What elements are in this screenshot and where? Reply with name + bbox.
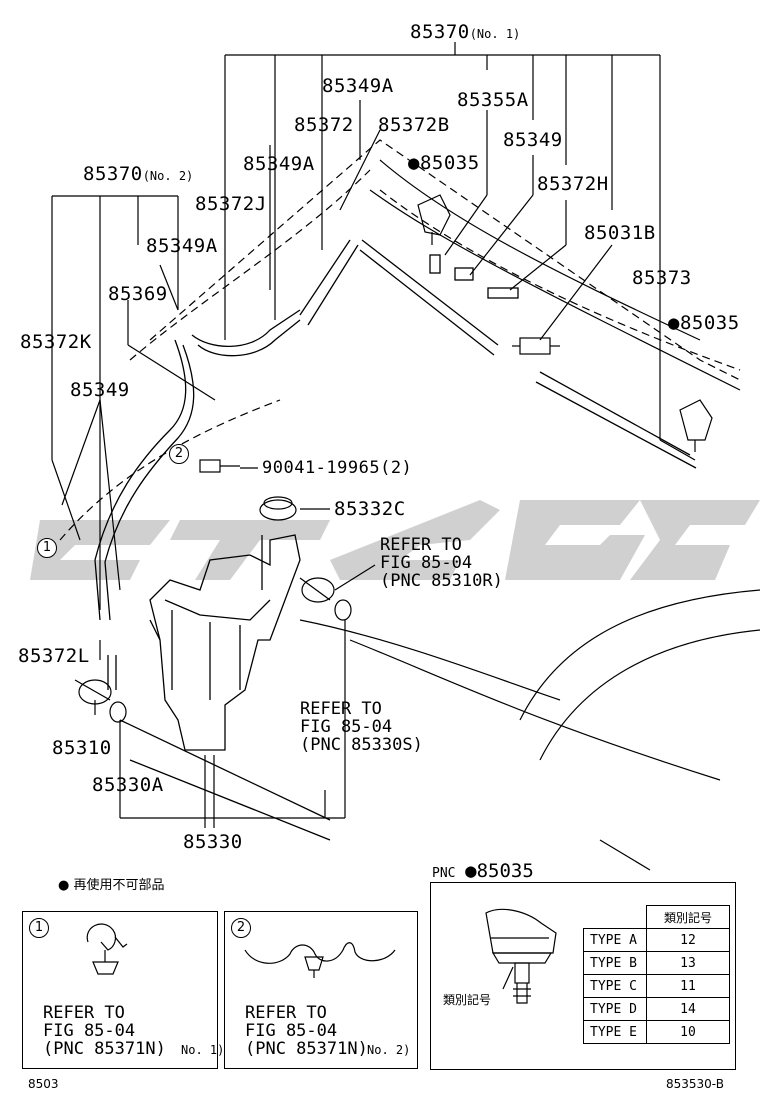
body-outline xyxy=(299,159,760,871)
label-85349A-top: 85349A xyxy=(322,75,394,97)
label-85369: 85369 xyxy=(108,283,168,305)
inset-2-number: 2 xyxy=(231,918,251,938)
watermark xyxy=(30,500,760,580)
label-85035-right: ●85035 xyxy=(668,312,740,334)
refer-note-85310R: REFER TO FIG 85-04 (PNC 85310R) xyxy=(380,535,503,591)
nozzle-illustration xyxy=(485,908,557,1004)
clip-illustration-2 xyxy=(244,942,396,978)
label-85349: 85349 xyxy=(503,129,563,151)
label-85330A: 85330A xyxy=(92,774,164,796)
inset-box-1: 1 REFER TO FIG 85-04 (PNC 85371N) No. 1) xyxy=(22,911,224,1069)
clip-illustration-1 xyxy=(86,923,128,975)
label-85373: 85373 xyxy=(632,267,692,289)
label-85349A-left: 85349A xyxy=(146,235,218,257)
inset-box-2: 2 REFER TO FIG 85-04 (PNC 85371N) No. 2) xyxy=(224,911,418,1069)
type-table-header: 類別記号 xyxy=(646,905,730,929)
washer-pump-right xyxy=(299,577,352,621)
refer-note-85330S: REFER TO FIG 85-04 (PNC 85330S) xyxy=(300,699,423,755)
washer-nozzle-right xyxy=(679,399,713,452)
label-85355A: 85355A xyxy=(457,89,529,111)
inset-1-sub: No. 1) xyxy=(181,1043,225,1057)
callout-2: 2 xyxy=(169,444,189,464)
inset-1-number: 1 xyxy=(29,918,49,938)
label-85031B: 85031B xyxy=(584,222,656,244)
label-85330: 85330 xyxy=(183,831,243,853)
leader-85330 xyxy=(119,620,346,828)
label-85349-left: 85349 xyxy=(70,379,130,401)
label-85372J: 85372J xyxy=(195,193,267,215)
label-85332C: 85332C xyxy=(334,498,406,520)
label-85349A-mid: 85349A xyxy=(243,153,315,175)
label-85035-top: ●85035 xyxy=(408,152,480,174)
callout-1: 1 xyxy=(37,538,57,558)
label-90041-19965: 90041-19965(2) xyxy=(262,458,413,478)
nozzle-type-label: 類別記号 xyxy=(443,993,492,1007)
label-85310: 85310 xyxy=(52,737,112,759)
hoses xyxy=(94,239,697,690)
legend-non-reusable: ● 再使用不可部品 xyxy=(58,878,165,893)
footer-page-code: 8503 xyxy=(28,1077,59,1091)
label-85372: 85372 xyxy=(294,114,354,136)
washer-tank xyxy=(119,534,331,841)
washer-pump-85310 xyxy=(74,679,127,723)
label-85370-no2: 85370(No. 2) xyxy=(83,163,194,185)
label-85372L: 85372L xyxy=(18,645,90,667)
hood-outline xyxy=(59,139,741,541)
footer-illustration-id: 853530-B xyxy=(666,1077,724,1091)
label-85370-no1: 85370(No. 1) xyxy=(410,21,521,43)
leader-85370-no2 xyxy=(51,195,216,610)
inset-2-refer-note: REFER TO FIG 85-04 (PNC 85371N) xyxy=(245,1003,368,1059)
inset-2-sub: No. 2) xyxy=(367,1043,411,1057)
inset-1-refer-note: REFER TO FIG 85-04 (PNC 85371N) xyxy=(43,1003,166,1059)
label-85372B: 85372B xyxy=(378,114,450,136)
tank-cap-85332C xyxy=(259,496,297,521)
label-85372H: 85372H xyxy=(537,173,609,195)
leader-misc xyxy=(94,467,376,715)
check-valve-85031B xyxy=(512,337,560,355)
pnc-title: PNC ●85035 xyxy=(432,860,534,882)
washer-nozzle-top xyxy=(417,194,451,245)
bolt-90041 xyxy=(199,459,240,473)
label-85372K: 85372K xyxy=(20,331,92,353)
leader-85370-no1 xyxy=(224,42,696,461)
